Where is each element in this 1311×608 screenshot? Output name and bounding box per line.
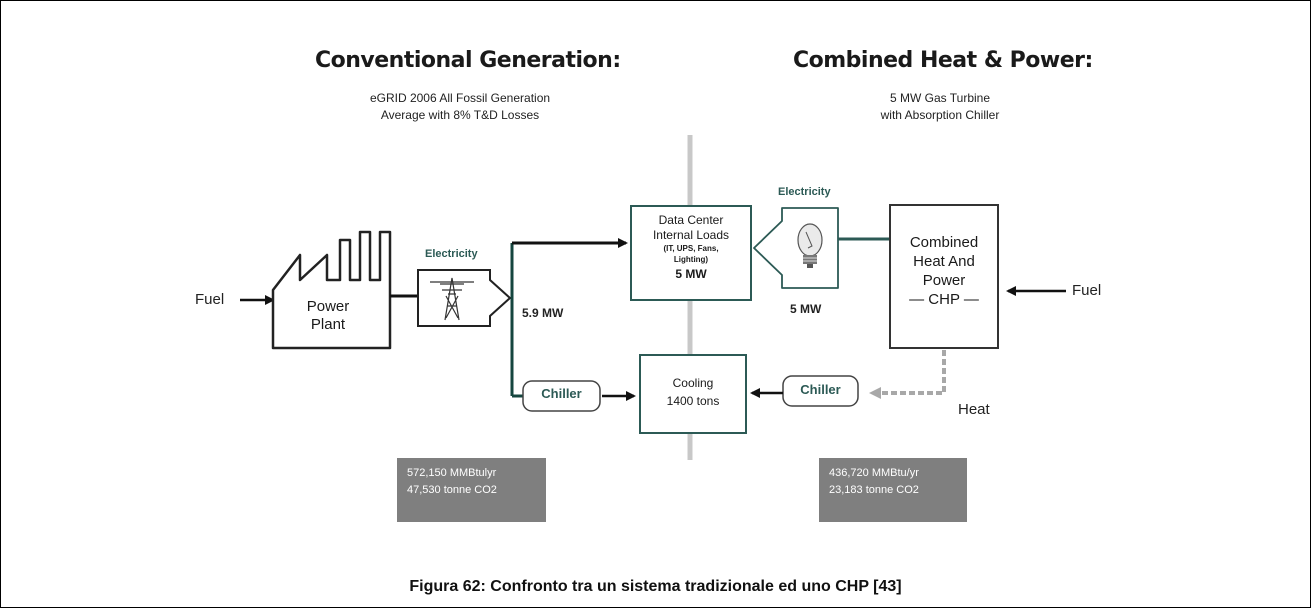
left-stats-line1: 572,150 MMBtulyr <box>407 465 536 482</box>
chp-line2: Heat And <box>890 252 998 271</box>
right-title: Combined Heat & Power: <box>793 48 1093 73</box>
cooling-label: Cooling 1400 tons <box>640 374 746 410</box>
datacenter-line1: Data Center <box>631 213 751 228</box>
left-chiller-label: Chiller <box>523 386 600 401</box>
datacenter-power: 5 MW <box>631 265 751 283</box>
right-subtitle-line1: 5 MW Gas Turbine <box>860 90 1020 107</box>
datacenter-label: Data Center Internal Loads (IT, UPS, Fan… <box>631 213 751 283</box>
datacenter-line4: Lighting) <box>631 254 751 265</box>
cooling-line1: Cooling <box>640 374 746 392</box>
cooling-line2: 1400 tons <box>640 392 746 410</box>
right-subtitle: 5 MW Gas Turbine with Absorption Chiller <box>860 90 1020 124</box>
right-stats-line2: 23,183 tonne CO2 <box>829 482 957 499</box>
datacenter-line2: Internal Loads <box>631 228 751 243</box>
bulb-callout <box>754 208 838 288</box>
right-subtitle-line2: with Absorption Chiller <box>860 107 1020 124</box>
left-electricity-label: Electricity <box>425 248 478 260</box>
transmission-arrow <box>418 270 510 326</box>
heat-label: Heat <box>958 401 990 418</box>
left-subtitle-line2: Average with 8% T&D Losses <box>360 107 560 124</box>
power-plant-line2: Plant <box>293 316 363 334</box>
chp-label: Combined Heat And Power — CHP — <box>890 233 998 309</box>
figure-caption: Figura 62: Confronto tra un sistema trad… <box>0 578 1311 596</box>
power-plant-line1: Power <box>293 298 363 316</box>
chp-line4: — CHP — <box>890 290 998 309</box>
right-stats-box: 436,720 MMBtu/yr 23,183 tonne CO2 <box>819 458 967 522</box>
left-subtitle-line1: eGRID 2006 All Fossil Generation <box>360 90 560 107</box>
right-power-label: 5 MW <box>790 302 821 316</box>
right-chiller-label: Chiller <box>783 382 858 397</box>
right-electricity-label: Electricity <box>778 186 831 198</box>
heat-dashed-line <box>872 350 944 393</box>
left-stats-line2: 47,530 tonne CO2 <box>407 482 536 499</box>
right-stats-line1: 436,720 MMBtu/yr <box>829 465 957 482</box>
chp-line3: Power <box>890 271 998 290</box>
right-fuel-label: Fuel <box>1072 282 1101 299</box>
left-stats-box: 572,150 MMBtulyr 47,530 tonne CO2 <box>397 458 546 522</box>
chp-line1: Combined <box>890 233 998 252</box>
left-fuel-label: Fuel <box>195 291 224 308</box>
power-plant-label: Power Plant <box>293 298 363 334</box>
datacenter-line3: (IT, UPS, Fans, <box>631 243 751 254</box>
left-title: Conventional Generation: <box>315 48 621 73</box>
left-subtitle: eGRID 2006 All Fossil Generation Average… <box>360 90 560 124</box>
left-power-label: 5.9 MW <box>522 306 563 320</box>
